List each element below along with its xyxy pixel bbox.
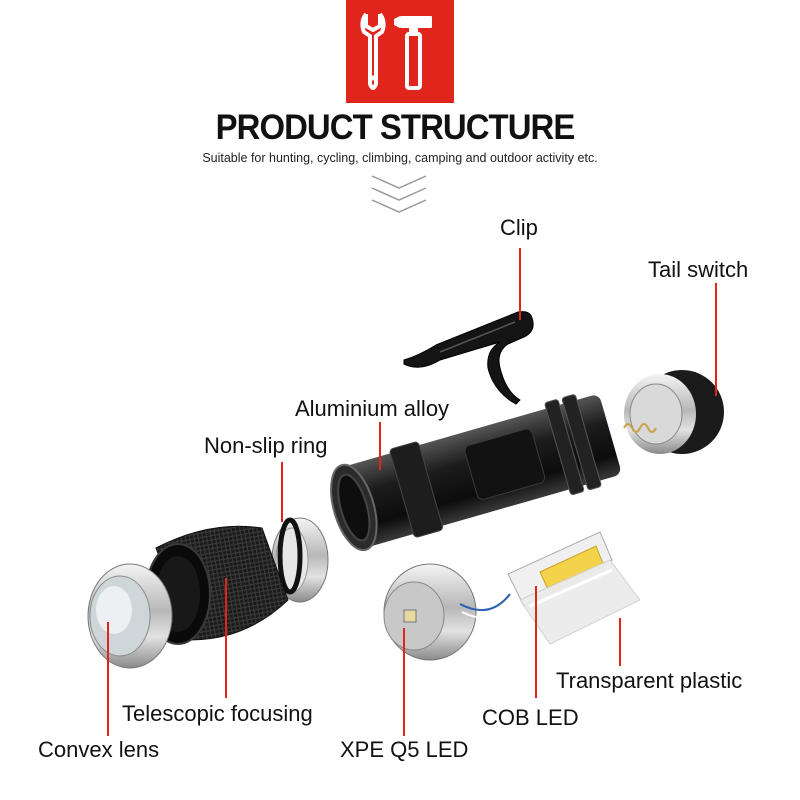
label-aluminium-alloy: Aluminium alloy [295,396,450,421]
tail-switch-cap [623,370,724,454]
label-tail-switch: Tail switch [648,257,749,282]
cob-led-board [507,531,613,607]
pocket-clip [403,311,534,405]
label-telescopic-focusing: Telescopic focusing [122,701,313,726]
non-slip-ring [271,517,329,603]
label-transparent-plastic: Transparent plastic [556,668,743,693]
page-title: PRODUCT STRUCTURE [215,108,576,147]
convex-lens [87,563,173,669]
xpe-q5-led-module [383,563,515,661]
scroll-down-chevrons-icon [371,175,427,213]
label-cob-led: COB LED [482,705,579,730]
label-xpe-q5-led: XPE Q5 LED [340,737,469,762]
label-convex-lens: Convex lens [38,737,160,762]
transparent-plastic-cover [519,559,641,645]
tool-badge [346,0,454,103]
aluminium-body [330,394,621,552]
page-subtitle: Suitable for hunting, cycling, climbing,… [202,151,598,165]
label-non-slip-ring: Non-slip ring [204,433,328,458]
leader-lines [107,248,717,736]
label-clip: Clip [500,215,538,240]
wrench-and-hammer-icon [360,12,432,90]
